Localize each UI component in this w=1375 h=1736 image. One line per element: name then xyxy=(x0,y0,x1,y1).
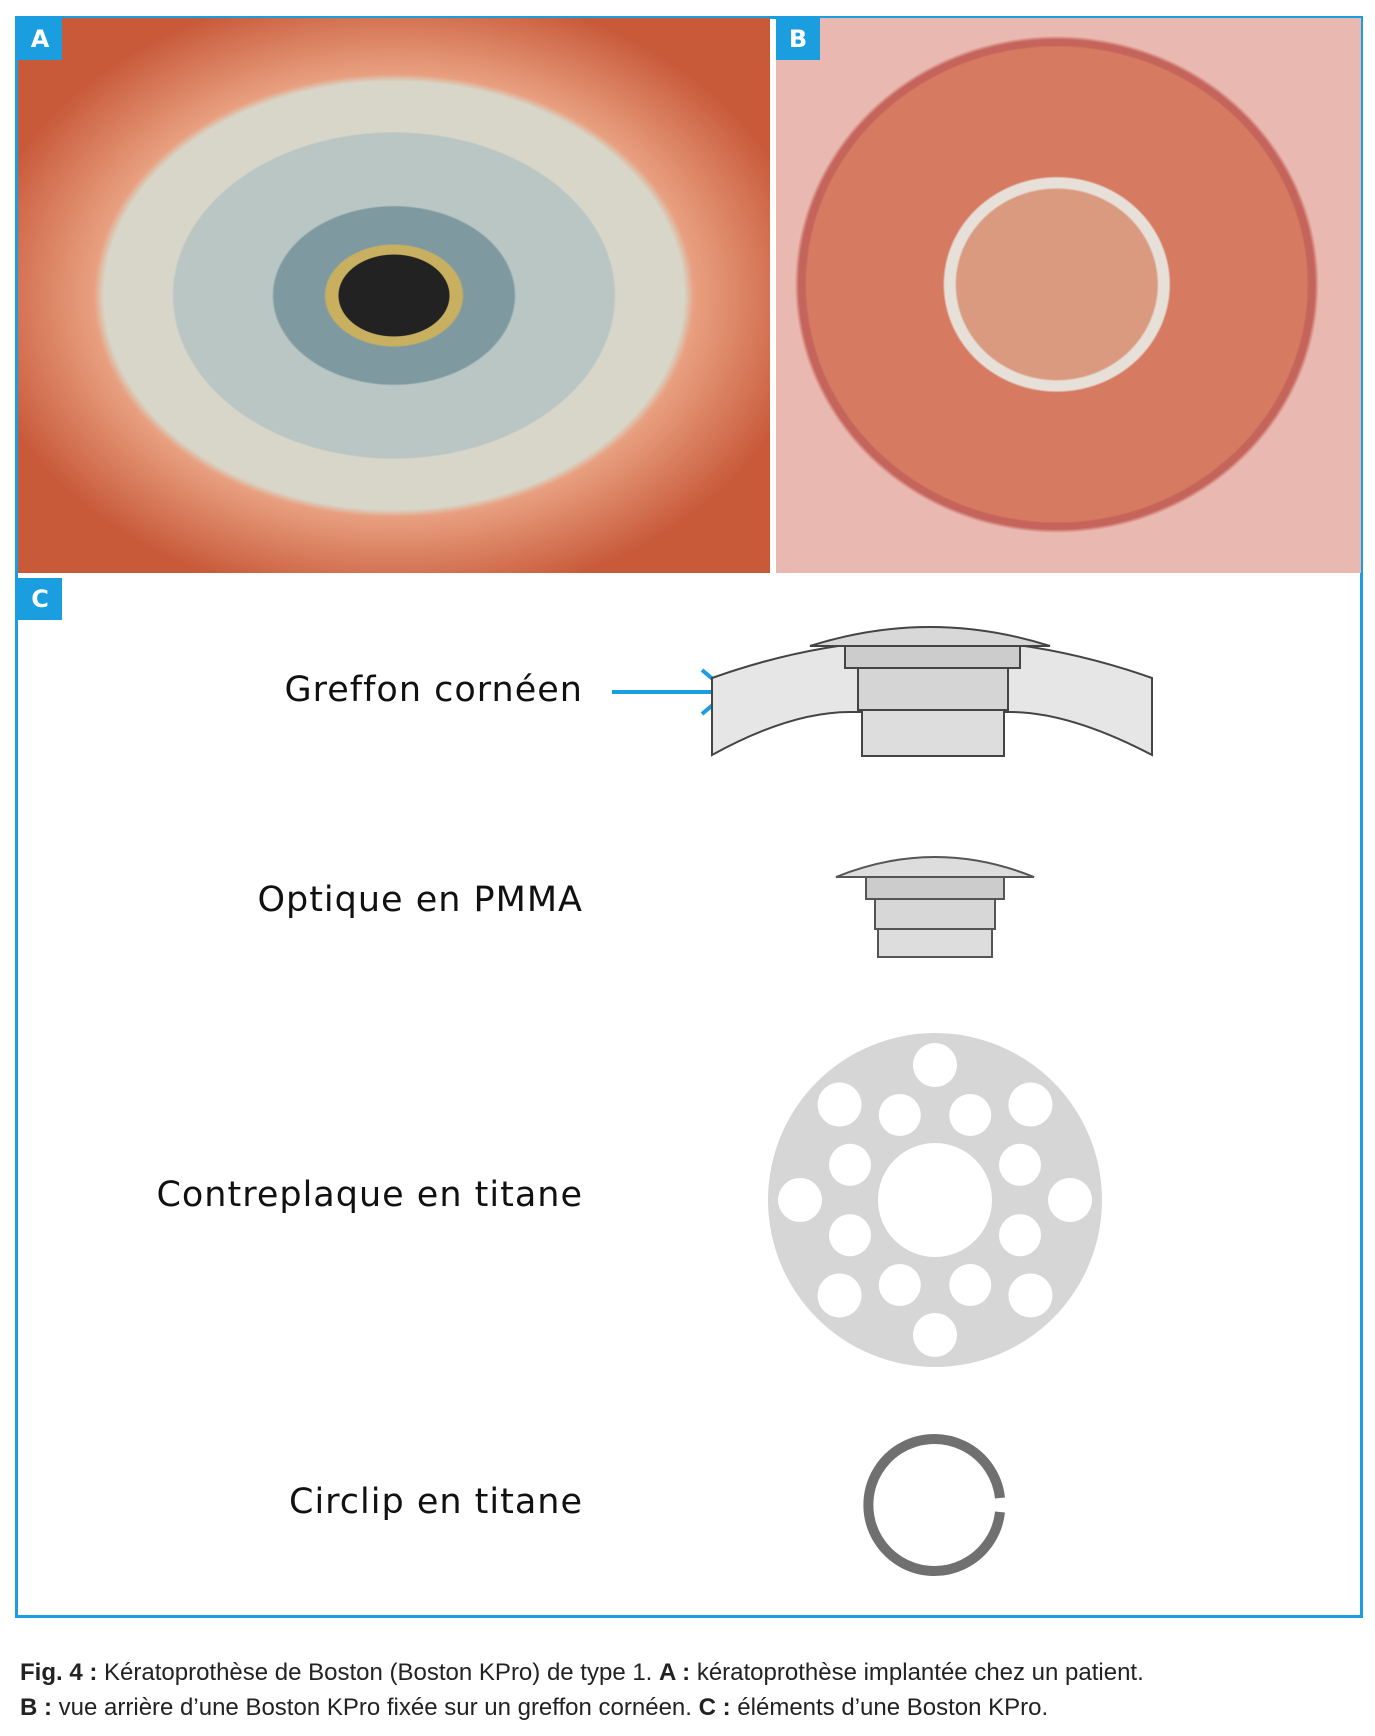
caption-c-label: C : xyxy=(698,1694,731,1721)
caption-a-label: A : xyxy=(659,1659,691,1686)
backplate-hole xyxy=(878,1094,921,1137)
backplate-hole xyxy=(829,1143,872,1186)
backplate-hole xyxy=(778,1178,822,1222)
caption-intro: Kératoprothèse de Boston (Boston KPro) d… xyxy=(104,1659,653,1686)
caption-b-label: B : xyxy=(20,1694,52,1721)
photo-kpro-back-view xyxy=(776,18,1361,573)
corneal-graft-diagram xyxy=(612,626,1153,757)
panel-label-c: C xyxy=(18,578,62,620)
backplate-hole xyxy=(949,1094,992,1137)
backplate-hole xyxy=(913,1043,957,1087)
caption-c-text: éléments d’une Boston KPro. xyxy=(737,1694,1049,1721)
caption-fig-number: Fig. 4 : xyxy=(20,1659,98,1686)
panel-label-b: B xyxy=(776,18,820,60)
pmma-optic-diagram xyxy=(835,856,1035,958)
caption-a-text: kératoprothèse implantée chez un patient… xyxy=(696,1659,1144,1686)
label-titanium-circlip: Circlip en titane xyxy=(289,1482,583,1522)
figure-frame xyxy=(15,16,1363,1618)
label-pmma-optic: Optique en PMMA xyxy=(257,880,583,920)
label-titanium-backplate: Contreplaque en titane xyxy=(156,1175,583,1215)
label-corneal-graft: Greffon cornéen xyxy=(284,670,583,710)
backplate-hole xyxy=(1008,1273,1053,1318)
backplate-hole xyxy=(1048,1178,1092,1222)
backplate-hole xyxy=(913,1313,957,1357)
backplate-hole xyxy=(829,1214,872,1257)
backplate-hole xyxy=(817,1273,862,1318)
photo-implanted-kpro xyxy=(18,18,770,573)
panel-label-a: A xyxy=(18,18,62,60)
backplate-hole xyxy=(998,1214,1041,1257)
backplate-hole xyxy=(949,1263,992,1306)
caption-b-text: vue arrière d’une Boston KPro fixée sur … xyxy=(58,1694,692,1721)
backplate-hole xyxy=(1008,1082,1053,1127)
backplate-hole xyxy=(998,1143,1041,1186)
titanium-circlip-diagram xyxy=(863,1434,1005,1576)
titanium-backplate-diagram xyxy=(768,1033,1102,1367)
figure-caption: Fig. 4 : Kératoprothèse de Boston (Bosto… xyxy=(20,1655,1370,1725)
backplate-hole xyxy=(817,1082,862,1127)
backplate-hole xyxy=(878,1263,921,1306)
